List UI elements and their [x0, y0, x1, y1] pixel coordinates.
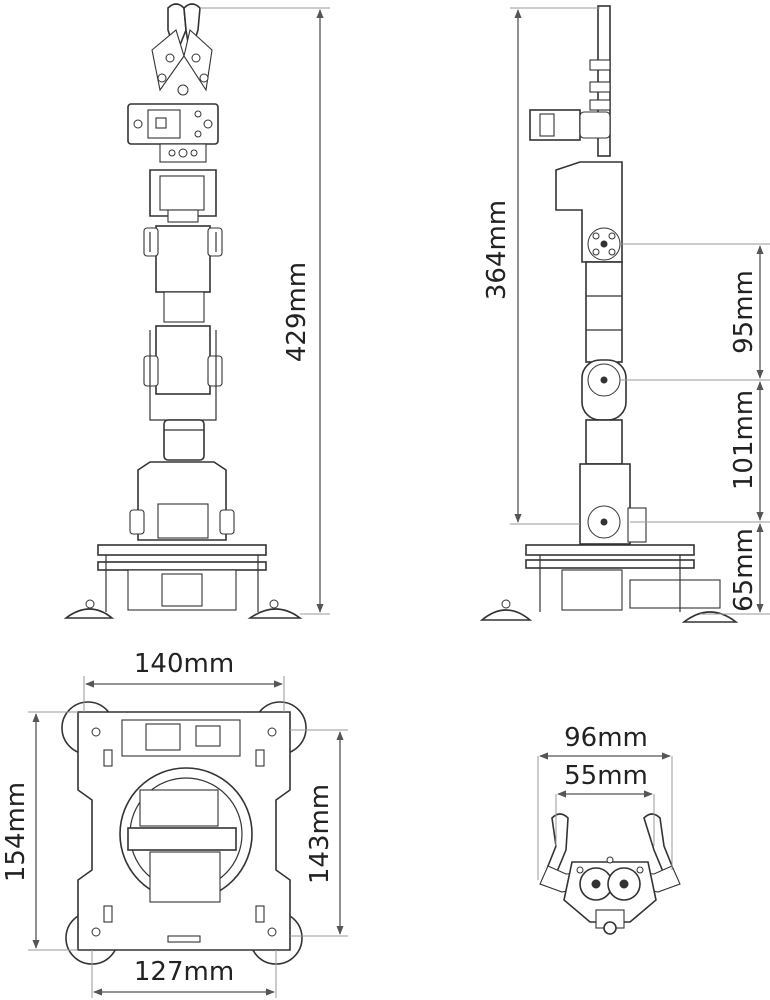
- base-top-view: [61, 701, 307, 965]
- dim-base-height-left: 154mm: [1, 782, 31, 882]
- dim-side-height: 364mm: [482, 200, 512, 300]
- dim-base-height: 65mm: [729, 528, 759, 612]
- dim-base-height-right: 143mm: [305, 784, 335, 884]
- dim-gripper-outer: 96mm: [564, 723, 648, 753]
- dim-base-width-bottom: 127mm: [134, 957, 234, 987]
- dim-front-height: 429mm: [282, 262, 312, 362]
- dim-base-width-top: 140mm: [134, 649, 234, 679]
- front-view: [63, 3, 303, 619]
- gripper-view: [539, 813, 681, 935]
- dim-forearm: 101mm: [729, 390, 759, 490]
- dim-gripper-inner: 55mm: [564, 761, 648, 791]
- side-view: [479, 5, 739, 623]
- dim-upper-arm: 95mm: [729, 270, 759, 354]
